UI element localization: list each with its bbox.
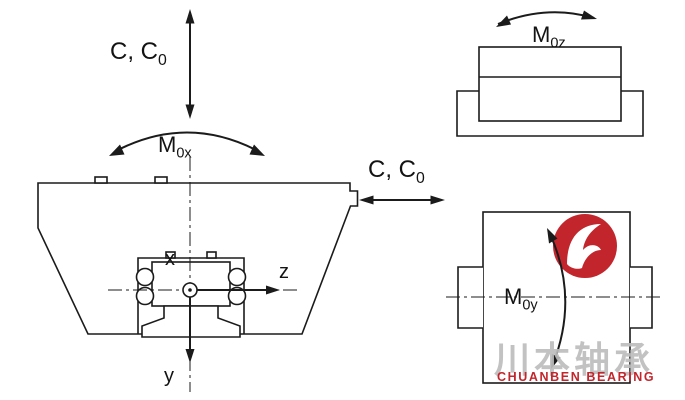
moment-y-label: M0y	[504, 286, 538, 313]
z-axis-label: z	[279, 261, 289, 283]
moment-y-arc	[549, 233, 567, 365]
ball-bearing-right-lower	[227, 286, 247, 306]
moment-z-label: M0z	[532, 24, 566, 51]
vertical-load-arrowhead-up	[185, 9, 195, 24]
z-axis-arrowhead	[266, 285, 280, 295]
y-axis-arrowhead	[185, 349, 195, 363]
moment-z-arrowhead-left	[496, 15, 511, 27]
load-capacity-text: C, C	[368, 156, 416, 183]
moment-y-subscript: 0y	[522, 297, 538, 314]
moment-z-arrowhead-right	[581, 10, 597, 20]
moment-x-label: M0x	[158, 134, 192, 161]
ball-bearing-right-upper	[227, 267, 247, 287]
block-side-outline	[478, 46, 622, 122]
ball-bearing-left-lower	[135, 286, 155, 306]
moment-y-arrowhead-top	[547, 228, 558, 244]
moment-z-subscript: 0z	[550, 35, 566, 52]
carriage-top-notch-right	[154, 176, 168, 184]
ball-bearing-left-upper	[135, 267, 155, 287]
moment-x-arrowhead-right	[249, 144, 265, 156]
carriage-top-notch-left	[94, 176, 108, 184]
load-capacity-text: C, C	[110, 38, 158, 65]
cavity-top-notch-left	[165, 251, 176, 259]
moment-y-text: M	[504, 284, 523, 309]
watermark-brand-chinese: 川本轴承	[494, 339, 655, 380]
load-capacity-label-vertical: C, C0	[110, 40, 167, 69]
origin-dot	[188, 288, 192, 292]
load-capacity-subscript: 0	[158, 51, 167, 69]
x-axis-label: x	[165, 248, 175, 270]
moment-x-arc	[115, 131, 259, 152]
horizontal-load-arrowhead-left	[359, 195, 374, 205]
brand-logo	[553, 214, 617, 278]
moment-y-arrowhead-bottom	[551, 354, 561, 369]
moment-x-text: M	[158, 132, 177, 157]
load-capacity-subscript: 0	[416, 169, 425, 187]
horizontal-load-arrowhead-right	[430, 195, 445, 205]
brand-logo-swoosh	[567, 224, 601, 269]
moment-x-subscript: 0x	[176, 145, 192, 162]
load-capacity-label-lateral: C, C0	[368, 158, 425, 187]
watermark-brand-english: CHUANBEN BEARING	[497, 370, 656, 384]
vertical-load-arrowhead-down	[185, 104, 195, 119]
moment-z-text: M	[532, 22, 551, 47]
moment-x-arrowhead-left	[109, 144, 125, 156]
cavity-top-notch-right	[206, 251, 217, 259]
y-axis-label: y	[164, 365, 174, 387]
